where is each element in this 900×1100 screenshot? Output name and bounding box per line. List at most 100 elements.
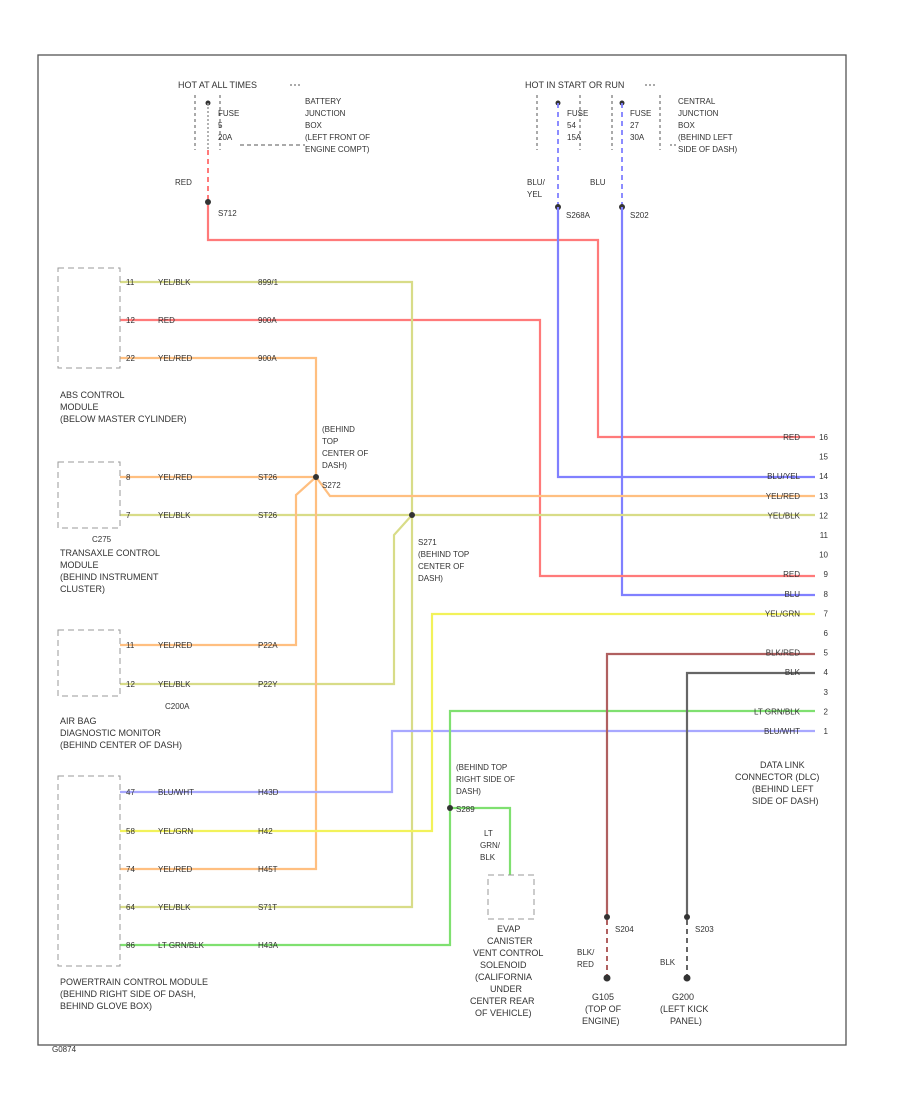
dlc-pin-14: 14 bbox=[819, 472, 828, 481]
pcm-wire-color-47: BLU/WHT bbox=[158, 788, 194, 797]
pcm-wire-color-74: YEL/RED bbox=[158, 865, 192, 874]
dlc-pin-11: 11 bbox=[820, 531, 829, 540]
pcm-pin-58: 58 bbox=[126, 827, 135, 836]
abs-pin-11: 11 bbox=[126, 278, 135, 287]
splice-s268a-label: S268A bbox=[566, 211, 591, 220]
svg-text:DASH): DASH) bbox=[322, 461, 347, 470]
svg-text:(BEHIND TOP: (BEHIND TOP bbox=[456, 763, 507, 772]
dlc-wire-color-9: RED bbox=[783, 570, 800, 579]
svg-text:G105: G105 bbox=[592, 992, 614, 1002]
dlc-pin-6: 6 bbox=[824, 629, 829, 638]
svg-text:OF VEHICLE): OF VEHICLE) bbox=[475, 1008, 532, 1018]
svg-text:UNDER: UNDER bbox=[490, 984, 523, 994]
svg-text:(BEHIND RIGHT SIDE OF DASH,: (BEHIND RIGHT SIDE OF DASH, bbox=[60, 989, 196, 999]
svg-text:MODULE: MODULE bbox=[60, 560, 99, 570]
svg-text:(BEHIND INSTRUMENT: (BEHIND INSTRUMENT bbox=[60, 572, 159, 582]
splice-s272-dot bbox=[313, 474, 319, 480]
abs-circuit-12: 900A bbox=[258, 316, 277, 325]
abs-wire-color-12: RED bbox=[158, 316, 175, 325]
hot-in-start-or-run-label: HOT IN START OR RUN bbox=[525, 80, 624, 90]
svg-text:S289: S289 bbox=[456, 805, 475, 814]
abs-circuit-22: 900A bbox=[258, 354, 277, 363]
pcm-circuit-58: H42 bbox=[258, 827, 273, 836]
pcm-module-box bbox=[57, 775, 121, 967]
tcm-circuit-8: ST26 bbox=[258, 473, 278, 482]
hot-in-start-or-run-group: HOT IN START OR RUN FUSE 54 15A FUSE 27 … bbox=[525, 80, 737, 220]
svg-text:(BEHIND LEFT: (BEHIND LEFT bbox=[752, 784, 814, 794]
central-jb-4: (BEHIND LEFT bbox=[678, 133, 733, 142]
svg-text:CANISTER: CANISTER bbox=[487, 936, 533, 946]
svg-text:S271: S271 bbox=[418, 538, 437, 547]
svg-text:CENTER OF: CENTER OF bbox=[322, 449, 368, 458]
svg-text:CENTER REAR: CENTER REAR bbox=[470, 996, 535, 1006]
pcm-pin-86: 86 bbox=[126, 941, 135, 950]
pcm-wire-color-86: LT GRN/BLK bbox=[158, 941, 205, 950]
tcm-pin-7: 7 bbox=[126, 511, 131, 520]
dlc-pin-7: 7 bbox=[824, 609, 829, 618]
hot-at-all-times-label: HOT AT ALL TIMES bbox=[178, 80, 257, 90]
splice-s202-label: S202 bbox=[630, 211, 649, 220]
svg-text:ENGINE): ENGINE) bbox=[582, 1016, 620, 1026]
fuse-5-label-2: 5 bbox=[218, 121, 223, 130]
dlc-pin-12: 12 bbox=[819, 511, 828, 520]
pcm-wire-color-64: YEL/BLK bbox=[158, 903, 191, 912]
svg-text:GRN/: GRN/ bbox=[480, 841, 501, 850]
figure-id: G0874 bbox=[52, 1045, 77, 1054]
fuse-54-label-2: 54 bbox=[567, 121, 576, 130]
dlc-pin-10: 10 bbox=[819, 551, 828, 560]
svg-text:CLUSTER): CLUSTER) bbox=[60, 584, 105, 594]
pcm-pin-64: 64 bbox=[126, 903, 135, 912]
svg-text:LT: LT bbox=[484, 829, 493, 838]
splice-s712-label: S712 bbox=[218, 209, 237, 218]
pcm-circuit-64: S71T bbox=[258, 903, 277, 912]
abs-module-label: ABS CONTROL MODULE (BELOW MASTER CYLINDE… bbox=[60, 390, 187, 424]
dlc-wire-color-5: BLK/RED bbox=[766, 649, 800, 658]
tcm-wire-color-7: YEL/BLK bbox=[158, 511, 191, 520]
dlc-wire-color-12: YEL/BLK bbox=[768, 511, 801, 520]
svg-text:DATA LINK: DATA LINK bbox=[760, 760, 805, 770]
dlc-pin-1: 1 bbox=[824, 727, 829, 736]
fuse-27-label-2: 27 bbox=[630, 121, 639, 130]
airbag-circuit-11: P22A bbox=[258, 641, 278, 650]
evap-solenoid-label: LT GRN/ BLK EVAP CANISTER VENT CONTROL S… bbox=[470, 829, 543, 1018]
central-jb-2: JUNCTION bbox=[678, 109, 719, 118]
wire-bluyel-label-1: BLU/ bbox=[527, 178, 546, 187]
svg-text:S272: S272 bbox=[322, 481, 341, 490]
fuse-27-label-1: FUSE bbox=[630, 109, 651, 118]
svg-text:SIDE OF DASH): SIDE OF DASH) bbox=[752, 796, 819, 806]
svg-text:S204: S204 bbox=[615, 925, 634, 934]
pcm-wire-color-58: YEL/GRN bbox=[158, 827, 193, 836]
airbag-pin-12: 12 bbox=[126, 680, 135, 689]
splice-s289-dot bbox=[447, 805, 453, 811]
wire-red-label: RED bbox=[175, 178, 192, 187]
central-jb-5: SIDE OF DASH) bbox=[678, 145, 737, 154]
central-jb-3: BOX bbox=[678, 121, 696, 130]
pcm-pin-47: 47 bbox=[126, 788, 135, 797]
svg-text:(BELOW MASTER CYLINDER): (BELOW MASTER CYLINDER) bbox=[60, 414, 187, 424]
svg-text:CENTER OF: CENTER OF bbox=[418, 562, 464, 571]
fuse-54-label-1: FUSE bbox=[567, 109, 588, 118]
dlc-pin-5: 5 bbox=[824, 649, 829, 658]
svg-text:VENT CONTROL: VENT CONTROL bbox=[473, 948, 543, 958]
tcm-circuit-7: ST26 bbox=[258, 511, 278, 520]
wire-blu-label: BLU bbox=[590, 178, 606, 187]
svg-text:PANEL): PANEL) bbox=[670, 1016, 702, 1026]
pcm-circuit-74: H45T bbox=[258, 865, 278, 874]
svg-text:RED: RED bbox=[577, 960, 594, 969]
splice-s271-label: S271 (BEHIND TOP CENTER OF DASH) bbox=[418, 538, 469, 583]
svg-text:POWERTRAIN CONTROL MODULE: POWERTRAIN CONTROL MODULE bbox=[60, 977, 208, 987]
dlc-pin-labels: 16RED1514BLU/YEL13YEL/RED12YEL/BLK11109R… bbox=[754, 433, 829, 736]
airbag-pin-11: 11 bbox=[126, 641, 135, 650]
fuse-5-label-1: FUSE bbox=[218, 109, 239, 118]
airbag-wire-color-12: YEL/BLK bbox=[158, 680, 191, 689]
dlc-wire-color-8: BLU bbox=[784, 590, 800, 599]
splice-s271-dot bbox=[409, 512, 415, 518]
svg-text:(TOP OF: (TOP OF bbox=[585, 1004, 622, 1014]
wires bbox=[120, 205, 815, 947]
battery-jb-4: (LEFT FRONT OF bbox=[305, 133, 370, 142]
pcm-circuit-86: H43A bbox=[258, 941, 279, 950]
